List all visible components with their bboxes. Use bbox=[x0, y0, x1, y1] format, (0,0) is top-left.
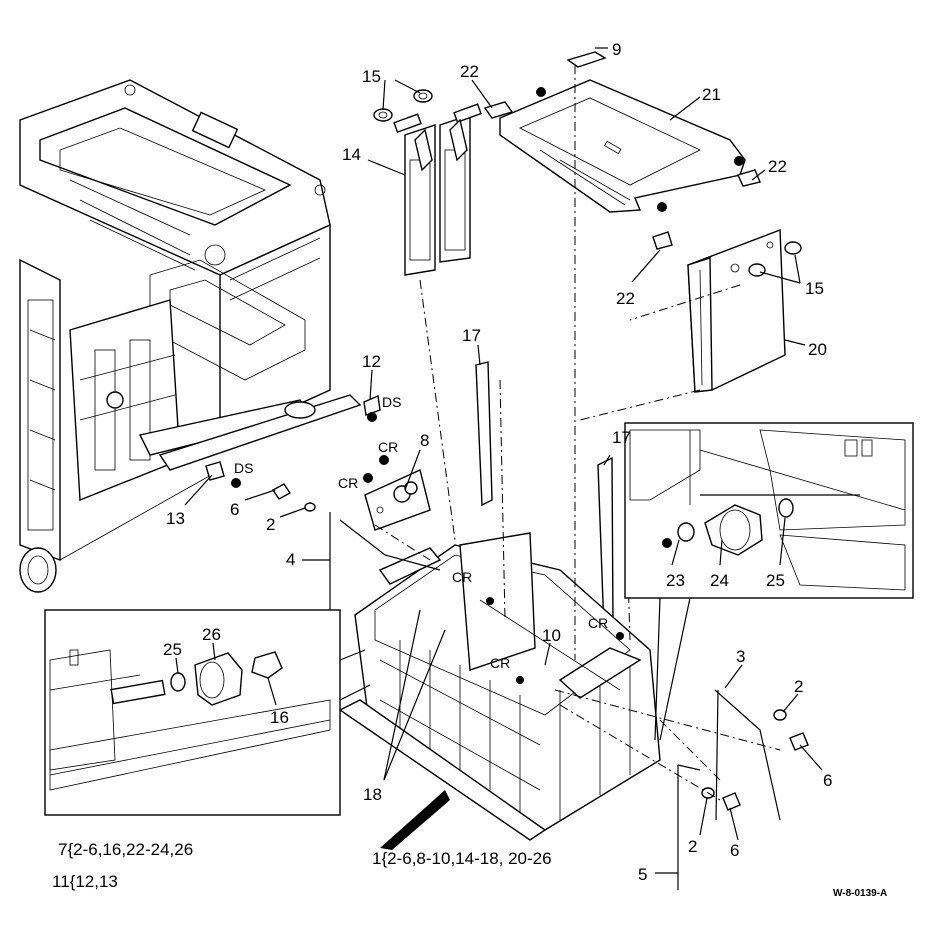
guide-plate-14 bbox=[393, 103, 482, 276]
callout-24: 24 bbox=[710, 571, 729, 590]
callout-6-bottom: 6 bbox=[730, 841, 739, 860]
tag-cr-bracket-lower: CR bbox=[338, 475, 358, 491]
pin-6-left bbox=[271, 483, 292, 500]
note-kit-7: 7{2-6,16,22-24,26 bbox=[58, 840, 193, 859]
callout-9: 9 bbox=[612, 40, 621, 59]
callout-20: 20 bbox=[808, 340, 827, 359]
figure-code: W-8-0139-A bbox=[833, 888, 887, 899]
callout-16: 16 bbox=[270, 708, 289, 727]
callout-25-left: 25 bbox=[163, 640, 182, 659]
tag-cr-tray-upper: CR bbox=[452, 569, 472, 585]
callout-22-right: 22 bbox=[768, 157, 787, 176]
clip-15-lower bbox=[748, 241, 802, 277]
callout-8: 8 bbox=[420, 431, 429, 450]
callout-12: 12 bbox=[362, 352, 381, 371]
callout-6-right: 6 bbox=[823, 771, 832, 790]
leader-lines bbox=[175, 47, 823, 874]
stopper-13 bbox=[205, 461, 225, 481]
callout-2-right: 2 bbox=[794, 677, 803, 696]
stopper-12 bbox=[363, 394, 381, 416]
tag-ds-lower: DS bbox=[234, 460, 253, 476]
tray-assembly bbox=[338, 532, 661, 841]
guide-17 bbox=[475, 361, 614, 632]
callout-18: 18 bbox=[363, 785, 382, 804]
callout-26: 26 bbox=[202, 625, 221, 644]
tag-ds-upper: DS bbox=[382, 394, 401, 410]
callout-2-bottom: 2 bbox=[688, 837, 697, 856]
callout-22-bottom: 22 bbox=[616, 289, 635, 308]
callout-22-top: 22 bbox=[460, 62, 479, 81]
callout-13: 13 bbox=[166, 509, 185, 528]
callout-17-upper: 17 bbox=[462, 326, 481, 345]
pad-9 bbox=[566, 51, 607, 68]
callout-21: 21 bbox=[702, 85, 721, 104]
tag-cr-tray-lower: CR bbox=[490, 655, 510, 671]
callout-23: 23 bbox=[666, 571, 685, 590]
washer-2-left bbox=[304, 502, 316, 512]
bracket-22 bbox=[483, 101, 761, 250]
note-kit-11: 11{12,13 bbox=[52, 872, 118, 891]
callout-10: 10 bbox=[542, 626, 561, 645]
frame-assembly bbox=[19, 79, 362, 593]
callout-labels: 15 22 9 21 14 22 22 15 20 17 12 DS CR 8 … bbox=[163, 40, 832, 884]
clip-15-upper bbox=[373, 89, 433, 122]
inset-left bbox=[44, 609, 371, 816]
callout-17-lower: 17 bbox=[612, 428, 631, 447]
kit-notes: 7{2-6,16,22-24,26 11{12,13 1{2-6,8-10,14… bbox=[52, 840, 887, 899]
callout-15-top: 15 bbox=[362, 67, 381, 86]
tag-cr-bracket-upper: CR bbox=[378, 439, 398, 455]
callout-6-left: 6 bbox=[230, 500, 239, 519]
callout-5: 5 bbox=[638, 865, 647, 884]
callout-3: 3 bbox=[736, 647, 745, 666]
callout-15-right: 15 bbox=[805, 279, 824, 298]
callout-4: 4 bbox=[286, 550, 295, 569]
top-plate-21 bbox=[499, 79, 746, 213]
gear-bracket-8 bbox=[364, 469, 431, 531]
callout-14: 14 bbox=[342, 145, 361, 164]
callout-2-left: 2 bbox=[266, 515, 275, 534]
callout-25-right: 25 bbox=[766, 571, 785, 590]
hardware-right bbox=[701, 709, 809, 811]
inset-right bbox=[624, 422, 914, 741]
note-kit-1: 1{2-6,8-10,14-18, 20-26 bbox=[372, 849, 552, 868]
tag-cr-tray-right: CR bbox=[588, 615, 608, 631]
side-guide-20 bbox=[687, 228, 786, 393]
